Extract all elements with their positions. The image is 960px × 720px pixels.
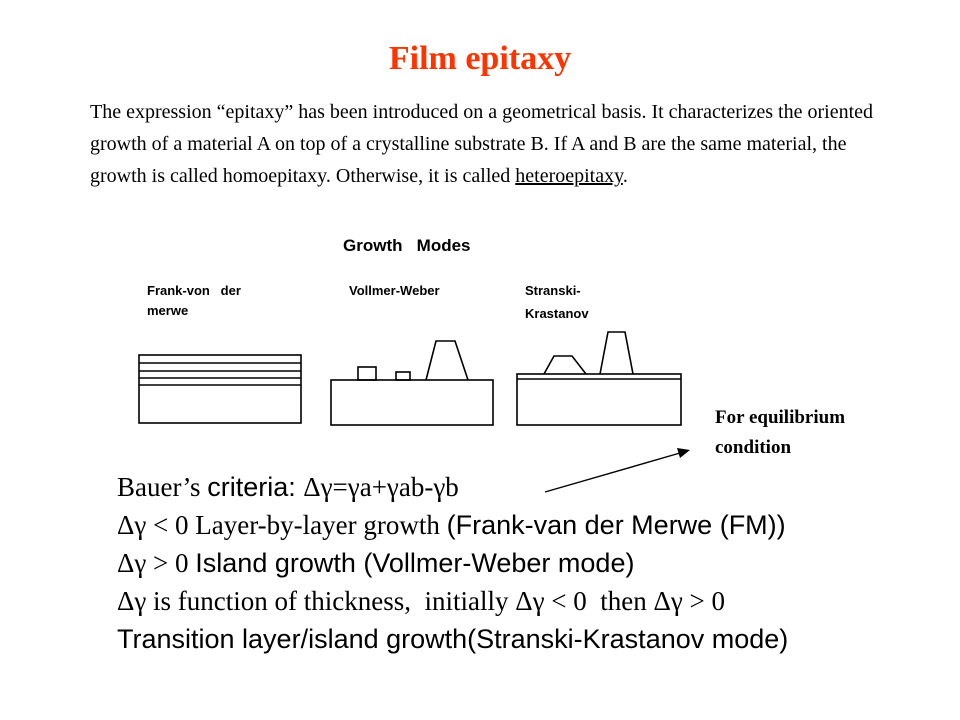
equilibrium-arrow [544,448,690,493]
mode-label-vw: Vollmer-Weber [349,283,440,298]
vw-island [357,366,377,381]
criteria-heading: Bauer’s [117,472,208,502]
mode-label-fm-line2: merwe [147,303,188,318]
mode-label-sk-line2: Krastanov [525,306,589,321]
sk-diagram [516,331,682,426]
figure-heading: Growth Modes [343,236,471,255]
vw-island [395,371,411,381]
sk-substrate [516,373,682,426]
sk-island [599,331,634,375]
equilibrium-note-line2: condition [715,437,792,458]
criteria-line: Δγ > 0 Island growth (Vollmer-Weber mode… [117,544,947,582]
mode-label-sk: Stranski- [525,283,581,298]
criteria-formula: Δγ=γa+γab-γb [303,472,459,502]
criteria-transition-line: Transition layer/island growth(Stranski-… [117,624,789,654]
criteria-layer-condition: Δγ < 0 Layer-by-layer growth [117,510,447,540]
intro-paragraph: The expression “epitaxy” has been introd… [90,96,880,192]
equilibrium-note-line1: For equilibrium [715,407,846,428]
intro-text: The expression “epitaxy” has been introd… [90,101,873,187]
fm-diagram [138,354,302,424]
criteria-line: Bauer’s criteria: Δγ=γa+γab-γb [117,468,947,506]
sk-island [543,355,587,375]
criteria-line: Δγ < 0 Layer-by-layer growth (Frank-van … [117,506,947,544]
vw-substrate [330,379,494,426]
intro-end: . [622,165,628,187]
criteria-thickness-line: Δγ is function of thickness, initially Δ… [117,586,726,616]
vw-diagram [330,340,494,426]
bauer-criteria: Bauer’s criteria: Δγ=γa+γab-γb Δγ < 0 La… [117,468,947,658]
slide-title: Film epitaxy [388,40,572,77]
equilibrium-note: For equilibrium condition [715,403,915,463]
criteria-label: criteria: [207,472,304,502]
mode-label-fm: Frank-von der [147,283,241,298]
criteria-layer-mode: (Frank-van der Merwe (FM)) [446,510,786,540]
vw-island [425,340,469,381]
fm-substrate [138,354,302,424]
heteroepitaxy-term: heteroepitaxy [515,165,623,187]
criteria-island-condition: Δγ > 0 [117,548,196,578]
criteria-island-mode: Island growth (Vollmer-Weber mode) [195,548,635,578]
